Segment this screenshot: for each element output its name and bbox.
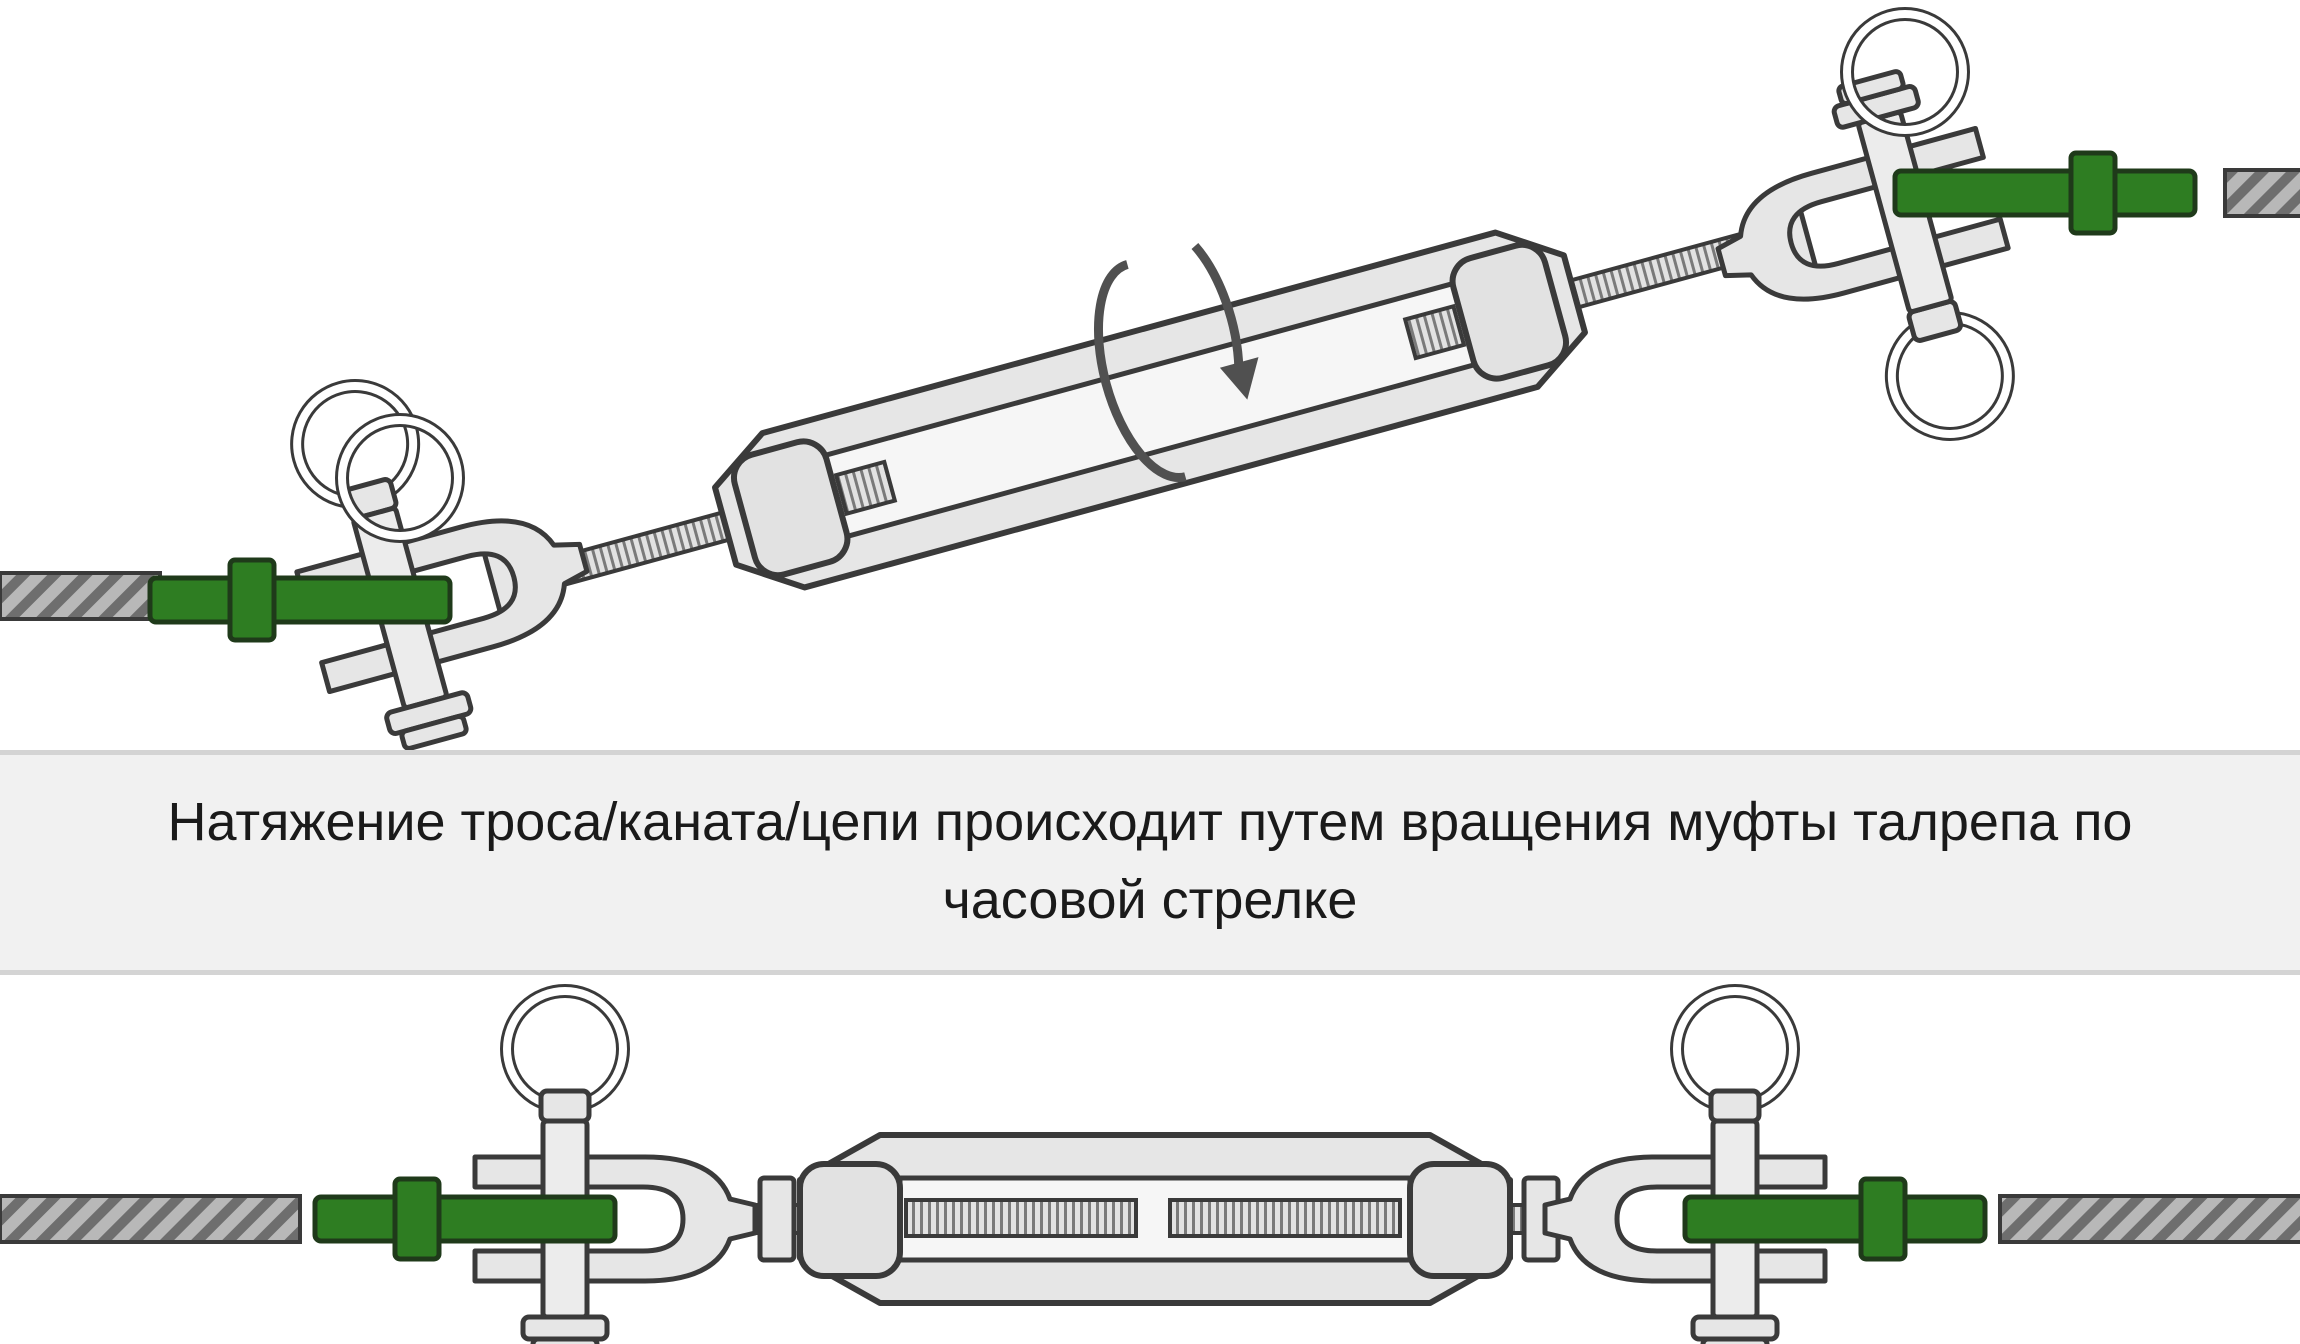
right-rope-bottom xyxy=(1998,1194,2300,1244)
left-rope-bottom xyxy=(0,1194,302,1244)
caption-line-2: часовой стрелке xyxy=(942,870,1358,930)
bottom-turnbuckle-assembly xyxy=(0,991,2300,1344)
top-turnbuckle-assembly xyxy=(0,7,2300,765)
lock-nut-left-bottom xyxy=(757,1175,797,1263)
right-rope-top xyxy=(2223,168,2300,218)
caption-line-1: Натяжение троса/каната/цепи происходит п… xyxy=(167,792,2133,852)
caption-band: Натяжение троса/каната/цепи происходит п… xyxy=(0,750,2300,975)
clockwise-rotation-arrow-icon xyxy=(1093,243,1259,482)
left-rope-top xyxy=(0,571,162,621)
caption-text: Натяжение троса/каната/цепи происходит п… xyxy=(60,783,2240,939)
